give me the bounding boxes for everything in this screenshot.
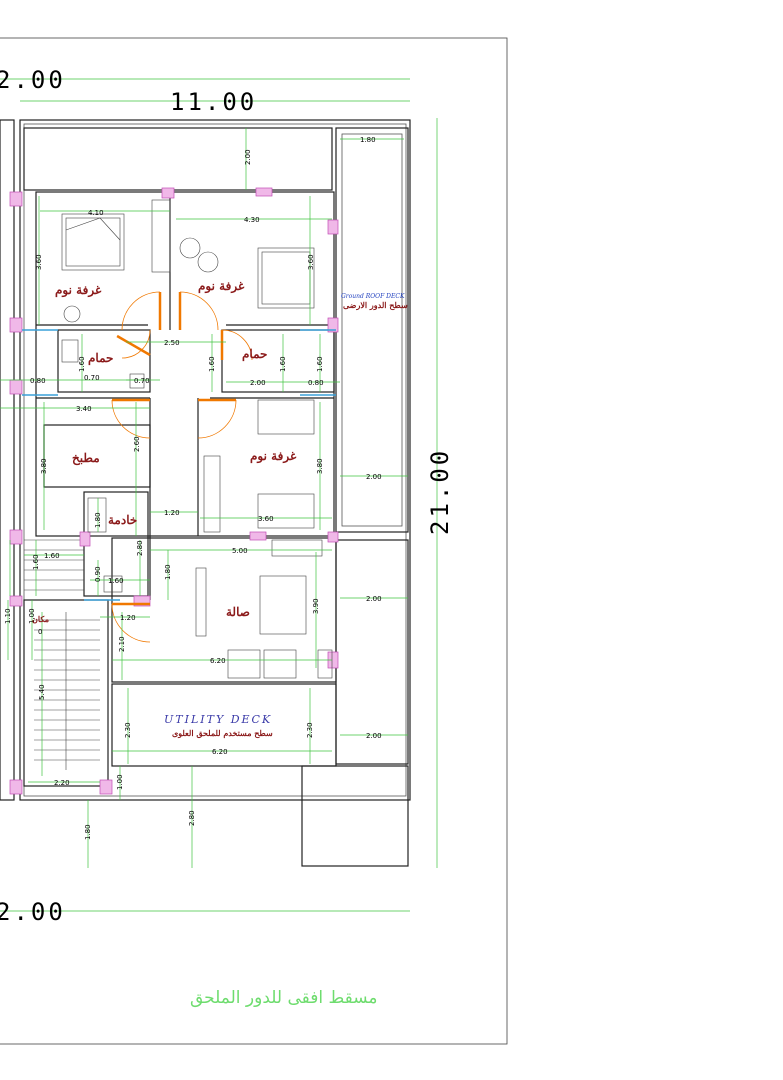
dim-430: 4.30 — [244, 216, 260, 224]
stair-block — [23, 599, 109, 787]
left-wall-strip — [0, 119, 15, 801]
dim-230b: 2.30 — [306, 722, 314, 738]
dim-200d: 2.00 — [366, 595, 382, 603]
dim-080a: 0.80 — [30, 377, 46, 385]
room-bedroom-1: غرفة نوم — [55, 283, 102, 298]
dim-280b: 2.80 — [188, 810, 196, 826]
dim-right-height: 21.00 — [426, 448, 454, 535]
dim-620a: 6.20 — [210, 657, 226, 665]
dim-200b: 2.00 — [250, 379, 266, 387]
dim-180: 1.80 — [360, 136, 376, 144]
dim-260: 2.60 — [133, 436, 141, 452]
ground-roof-deck-ar: سطح الدور الارضى — [343, 300, 408, 311]
dim-200c: 2.00 — [366, 473, 382, 481]
dim-540: 5.40 — [38, 684, 46, 700]
room-bedroom-3: غرفة نوم — [250, 449, 297, 464]
dim-160g: 1.60 — [32, 554, 40, 570]
dim-110: 1.10 — [4, 608, 12, 624]
dim-280a: 2.80 — [136, 540, 144, 556]
utility-deck-label: UTILITY DECK — [164, 713, 272, 726]
dim-250: 2.50 — [164, 339, 180, 347]
doors — [111, 291, 253, 643]
dim-160b: 1.60 — [208, 356, 216, 372]
dim-160c: 1.60 — [279, 356, 287, 372]
dim-100b: 1.00 — [28, 608, 36, 624]
dim-500: 5.00 — [232, 547, 248, 555]
plan-caption: مسقط افقى للدور الملحق — [190, 988, 378, 1008]
dim-160e: 1.60 — [44, 552, 60, 560]
right-deck — [335, 127, 409, 533]
ground-roof-deck-label: Ground ROOF DECK — [341, 293, 405, 300]
dim-180b: 1.80 — [94, 512, 102, 528]
room-bath-2: حمام — [242, 347, 267, 362]
dimension-lines — [0, 128, 408, 868]
dim-120a: 1.20 — [164, 509, 180, 517]
bath-1 — [57, 329, 151, 393]
dim-180d: 1.80 — [84, 824, 92, 840]
dim-210: 2.10 — [118, 636, 126, 652]
dim-390: 3.90 — [312, 598, 320, 614]
sheet-border — [0, 37, 508, 1045]
outer-wall — [19, 119, 411, 801]
dim-160a: 1.60 — [78, 356, 86, 372]
dim-360b: 3.60 — [307, 254, 315, 270]
room-hall: صالة — [226, 605, 250, 619]
room-labels: غرفة نوم غرفة نوم غرفة نوم حمام حمام مطب… — [32, 279, 297, 624]
windows — [22, 329, 336, 601]
furniture — [61, 199, 333, 679]
columns — [9, 187, 339, 795]
dim-bottom-overall: 2.00 — [0, 898, 66, 926]
dim-340: 3.40 — [76, 405, 92, 413]
dim-180c: 1.80 — [164, 564, 172, 580]
dim-080b: 0.80 — [308, 379, 324, 387]
dim-410: 4.10 — [88, 209, 104, 217]
dim-120b: 1.20 — [120, 614, 136, 622]
dim-220: 2.20 — [54, 779, 70, 787]
dim-top-overall: 2.00 — [0, 66, 66, 94]
dim-070b: 0.70 — [134, 377, 150, 385]
dim-360c: 3.60 — [258, 515, 274, 523]
room-kitchen: مطبخ — [72, 451, 100, 466]
dim-200e: 2.00 — [366, 732, 382, 740]
right-deck-lower — [335, 539, 409, 765]
utility-deck-ar: سطح مستخدم للملحق العلوى — [172, 728, 273, 739]
dim-top-width: 11.00 — [170, 88, 257, 116]
dim-000: 0 — [38, 628, 42, 636]
room-bedroom-2: غرفة نوم — [198, 279, 245, 294]
dim-360a: 3.60 — [35, 254, 43, 270]
dim-200a: 2.00 — [244, 149, 252, 165]
room-maid: خادمة — [108, 513, 137, 527]
outer-wall-inner — [23, 123, 407, 797]
dim-230a: 2.30 — [124, 722, 132, 738]
dim-380a: 3.80 — [40, 458, 48, 474]
dim-070a: 0.70 — [84, 374, 100, 382]
dim-380b: 3.80 — [316, 458, 324, 474]
dim-160f: 1.60 — [108, 577, 124, 585]
top-terrace — [23, 127, 333, 191]
stair-treads — [24, 539, 100, 770]
dim-620b: 6.20 — [212, 748, 228, 756]
bottom-deck — [301, 765, 409, 867]
dim-100: 1.00 — [116, 774, 124, 790]
right-deck-inner — [341, 133, 403, 527]
room-stair: مكان — [32, 614, 49, 624]
dim-090: 0.90 — [94, 566, 102, 582]
bath-2 — [221, 329, 335, 393]
dimension-texts: 4.10 4.30 2.00 1.80 3.60 3.60 2.50 1.60 … — [4, 136, 382, 840]
dim-160d: 1.60 — [316, 356, 324, 372]
room-bath-1: حمام — [88, 351, 113, 366]
